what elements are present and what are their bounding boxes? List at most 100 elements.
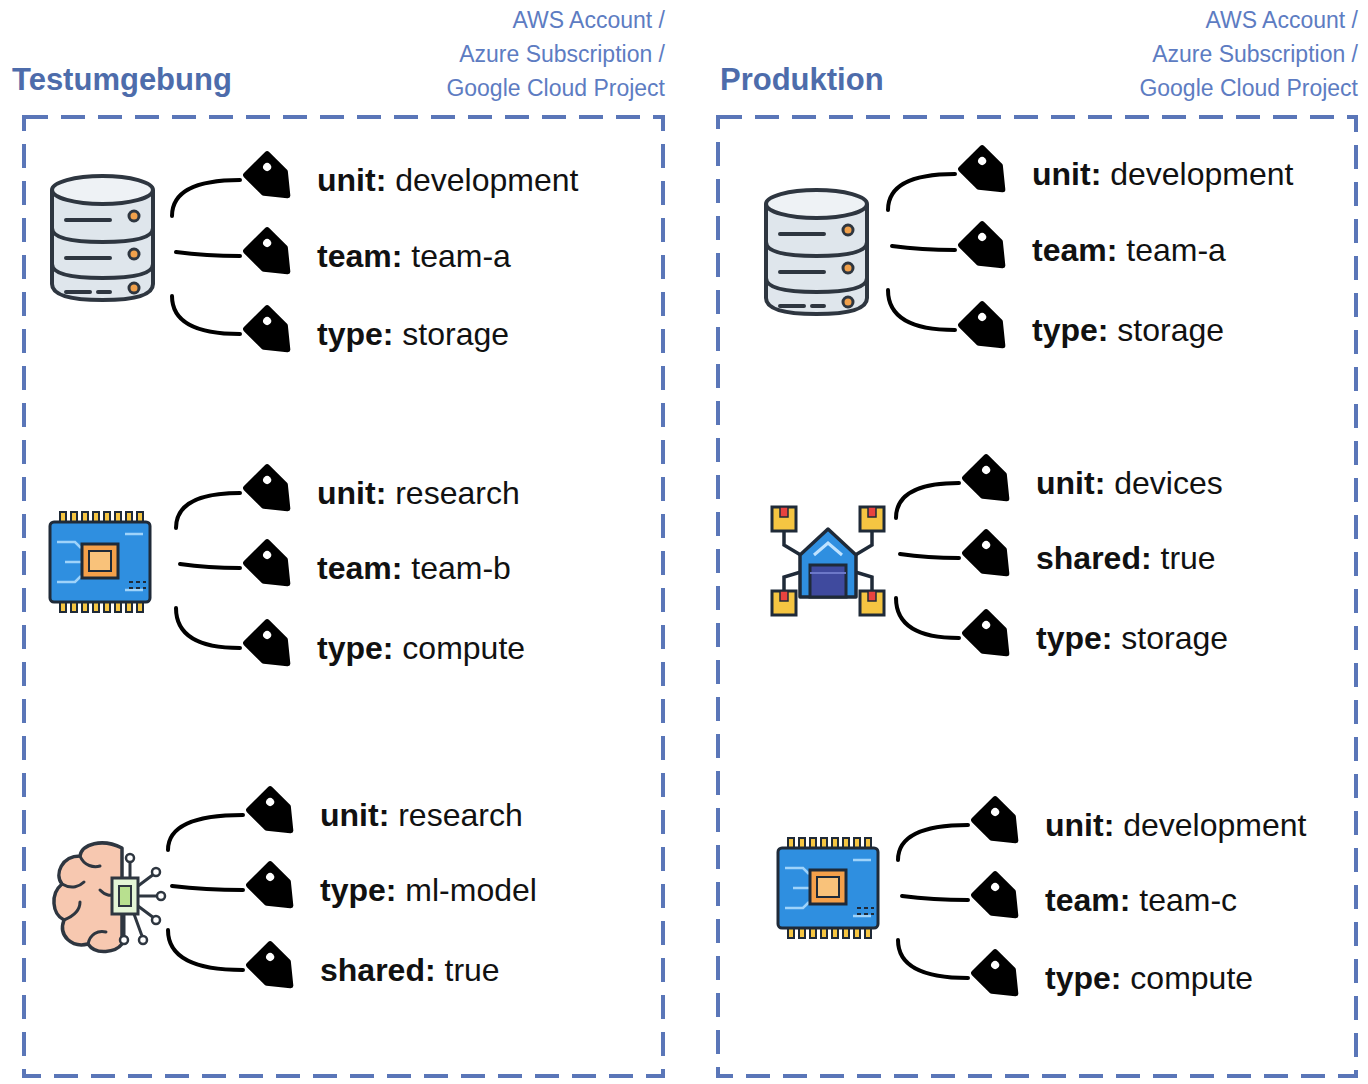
tag-value: team-a <box>402 238 510 274</box>
tag-icon <box>974 952 1026 1004</box>
tag-icon <box>249 864 301 916</box>
leader-line <box>898 940 968 978</box>
tag-label: unit: research <box>317 473 520 513</box>
tag-shape <box>965 457 1017 509</box>
tag-icon <box>965 612 1017 664</box>
tag-key: type: <box>1036 620 1112 656</box>
warehouse-network-icon <box>772 507 884 615</box>
tag-label: shared: true <box>1036 538 1216 578</box>
leader-line <box>168 815 243 850</box>
tag-key: unit: <box>1032 156 1101 192</box>
account-line: Azure Subscription / <box>459 41 665 67</box>
account-line: Google Cloud Project <box>446 75 665 101</box>
tag-icon <box>974 799 1026 851</box>
tag-label: team: team-a <box>1032 230 1226 270</box>
account-line: Azure Subscription / <box>1152 41 1358 67</box>
tag-key: type: <box>1045 960 1121 996</box>
chip-icon <box>50 512 150 612</box>
tag-hole <box>264 796 275 807</box>
tag-label: type: ml-model <box>320 870 537 910</box>
dashed-border-rect <box>24 117 663 1076</box>
leader-line <box>900 554 959 558</box>
tag-value: ml-model <box>396 872 536 908</box>
leader-line <box>172 886 243 890</box>
tag-hole <box>980 539 991 550</box>
tag-shape <box>249 864 301 916</box>
tag-hole <box>261 237 272 248</box>
tag-key: unit: <box>1045 807 1114 843</box>
tag-shape <box>246 467 298 519</box>
environment-title: Testumgebung <box>12 60 232 100</box>
tag-label: type: storage <box>1032 310 1224 350</box>
tag-key: shared: <box>320 952 436 988</box>
tag-key: type: <box>1032 312 1108 348</box>
account-line: AWS Account / <box>1205 7 1358 33</box>
tag-icon <box>246 230 298 282</box>
tag-key: type: <box>317 630 393 666</box>
tag-label: unit: research <box>320 795 523 835</box>
tag-value: storage <box>1112 620 1228 656</box>
leader-line <box>176 608 240 648</box>
tag-icon <box>961 224 1013 276</box>
leader-line <box>888 290 955 330</box>
database-icon <box>52 176 153 300</box>
tag-icon <box>246 308 298 360</box>
tag-icon <box>965 532 1017 584</box>
tag-label: unit: development <box>1045 805 1306 845</box>
leader-line <box>896 483 959 518</box>
tag-value: research <box>386 475 519 511</box>
tag-shape <box>961 224 1013 276</box>
tag-hole <box>976 155 987 166</box>
leader-line <box>172 180 240 216</box>
leader-line <box>168 930 243 970</box>
tag-shape <box>974 799 1026 851</box>
leader-line <box>898 825 968 860</box>
tag-shape <box>974 952 1026 1004</box>
tag-hole <box>989 959 1000 970</box>
tag-label: unit: development <box>317 160 578 200</box>
tag-key: unit: <box>317 162 386 198</box>
account-line: Google Cloud Project <box>1139 75 1358 101</box>
tag-icon <box>246 154 298 206</box>
tag-value: development <box>1114 807 1306 843</box>
leader-line <box>902 896 968 900</box>
tag-icon <box>961 148 1013 200</box>
tag-value: team-a <box>1117 232 1225 268</box>
tag-label: team: team-a <box>317 236 511 276</box>
tag-value: research <box>389 797 522 833</box>
tag-value: compute <box>393 630 525 666</box>
tag-value: true <box>436 952 500 988</box>
account-line: AWS Account / <box>512 7 665 33</box>
tag-hole <box>261 474 272 485</box>
tag-value: development <box>386 162 578 198</box>
chip-icon <box>778 838 878 938</box>
tag-label: type: compute <box>317 628 525 668</box>
tag-hole <box>980 464 991 475</box>
tag-icon <box>249 944 301 996</box>
tag-hole <box>989 881 1000 892</box>
leader-line <box>180 564 240 568</box>
tag-key: team: <box>317 550 402 586</box>
tag-value: team-b <box>402 550 510 586</box>
tag-icon <box>246 467 298 519</box>
tag-value: true <box>1152 540 1216 576</box>
tag-shape <box>974 874 1026 926</box>
tag-shape <box>246 622 298 674</box>
leader-line <box>176 493 240 528</box>
tag-key: shared: <box>1036 540 1152 576</box>
tag-value: compute <box>1121 960 1253 996</box>
tag-label: team: team-b <box>317 548 511 588</box>
tag-hole <box>264 871 275 882</box>
tag-hole <box>264 951 275 962</box>
tag-shape <box>246 542 298 594</box>
tag-icon <box>246 542 298 594</box>
tag-value: storage <box>393 316 509 352</box>
tag-hole <box>976 231 987 242</box>
tag-icons <box>246 148 1026 1004</box>
tag-icon <box>961 304 1013 356</box>
tag-label: shared: true <box>320 950 500 990</box>
tag-hole <box>976 311 987 322</box>
tag-shape <box>961 304 1013 356</box>
tag-label: team: team-c <box>1045 880 1237 920</box>
